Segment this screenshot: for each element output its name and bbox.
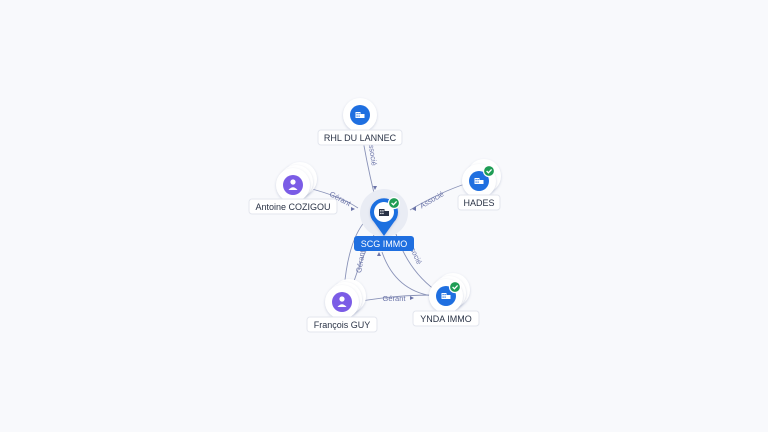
node-label: RHL DU LANNEC <box>324 133 397 143</box>
building-icon <box>379 209 389 216</box>
edge-ynda-center-2 <box>381 251 433 297</box>
node-center-scg-immo[interactable]: SCG IMMO <box>354 189 414 251</box>
verified-check-icon <box>448 280 462 294</box>
node-label: Antoine COZIGOU <box>255 202 330 212</box>
building-icon <box>474 178 484 184</box>
edge-label-francois-ynda: Gérant <box>383 294 407 303</box>
node-francois-guy[interactable]: François GUY <box>306 279 378 333</box>
arrow-rhl <box>373 186 377 190</box>
verified-check-icon <box>387 196 401 210</box>
edge-label-rhl-center: Associé <box>366 139 379 166</box>
node-label: François GUY <box>314 320 371 330</box>
edge-label-francois-center: Gérant <box>354 249 367 274</box>
node-hades[interactable]: HADES <box>457 159 501 211</box>
node-rhl-du-lannec[interactable]: RHL DU LANNEC <box>317 98 403 146</box>
node-label: YNDA IMMO <box>420 314 472 324</box>
node-antoine-cozigou[interactable]: Antoine COZIGOU <box>248 162 338 215</box>
arrow-francois <box>377 252 381 256</box>
arrow-ynda <box>410 296 414 300</box>
node-ynda-immo[interactable]: YNDA IMMO <box>412 273 480 327</box>
edge-label-hades-center: Associé <box>418 189 445 210</box>
arrow-hades <box>412 206 416 211</box>
center-node-label: SCG IMMO <box>361 239 408 249</box>
person-icon <box>337 296 347 307</box>
building-icon <box>355 112 365 118</box>
arrow-antoine <box>351 207 355 211</box>
person-icon <box>288 179 298 190</box>
building-icon <box>441 293 451 299</box>
verified-check-icon <box>482 164 496 178</box>
node-label: HADES <box>463 198 494 208</box>
